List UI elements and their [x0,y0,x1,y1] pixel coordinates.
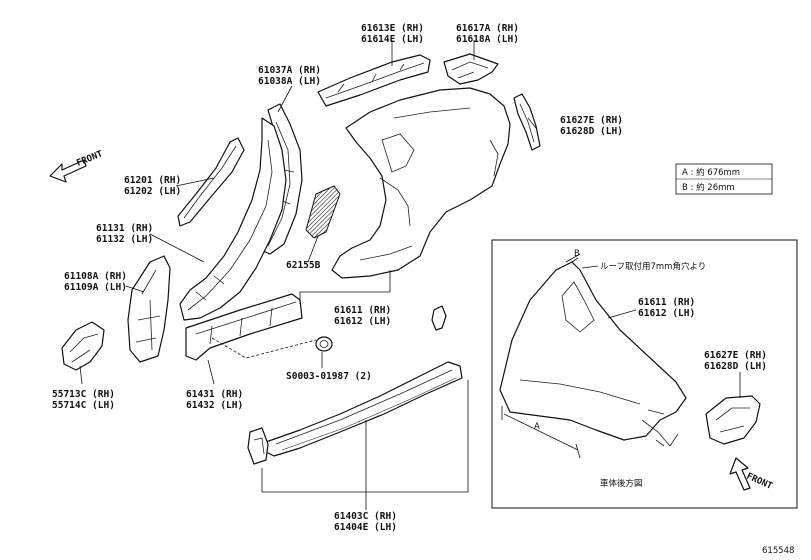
front-arrow-inset: FRONT [729,457,774,492]
label-61037-lh: 61038A (LH) [258,76,321,87]
label-61611-lh: 61612 (LH) [334,316,391,327]
legend-row-b: B : 約 26mm [682,182,735,193]
part-S0003-plug[interactable] [315,336,333,352]
label-55713-rh: 55713C (RH) [52,389,115,400]
legend-row-a: A : 約 676mm [682,167,740,178]
leader-lines [79,40,537,510]
label-61611-rh: 61611 (RH) [334,305,391,316]
part-61403-rocker-outer[interactable] [265,361,463,457]
label-61431: 61431 (RH) 61432 (LH) [186,389,243,411]
label-61037-rh: 61037A (RH) [258,65,321,76]
part-62155-pad[interactable] [305,185,341,239]
label-61201-rh: 61201 (RH) [124,175,181,186]
part-61627-bracket[interactable] [513,93,541,151]
inset-61627-bracket[interactable] [705,395,761,445]
label-55713-lh: 55714C (LH) [52,400,115,411]
label-61403-lh: 61404E (LH) [334,522,397,533]
front-arrow-icon [729,457,751,491]
inset-quarter-panel[interactable] [499,261,687,447]
inset-label-61611-lh: 61612 (LH) [638,308,695,319]
label-61613-lh: 61614E (LH) [361,34,424,45]
label-61627: 61627E (RH) 61628D (LH) [560,115,623,137]
part-61611-quarter-panel[interactable] [331,87,511,279]
label-61403-rh: 61403C (RH) [334,511,397,522]
inset-callout-b: B [574,249,580,259]
front-label-main: FRONT [75,149,104,169]
part-61431-rocker[interactable] [185,293,317,361]
part-rocker-clip-rear[interactable] [431,305,447,331]
part-61617-bracket[interactable] [443,53,499,85]
part-61613-roof-rail[interactable] [317,54,431,107]
part-61131-pillar[interactable] [179,117,287,321]
part-61201-strip[interactable] [177,137,245,227]
front-arrow-icon [49,159,87,183]
label-61201-lh: 61202 (LH) [124,186,181,197]
label-61108-lh: 61109A (LH) [64,282,127,293]
label-61617-lh: 61618A (LH) [456,34,519,45]
label-62155: 62155B [286,260,321,271]
dimension-legend: A : 約 676mm B : 約 26mm [675,163,773,195]
inset-label-61611-rh: 61611 (RH) [638,297,695,308]
label-61037: 61037A (RH) 61038A (LH) [258,65,321,87]
label-61131-rh: 61131 (RH) [96,223,153,234]
front-label-inset: FRONT [745,472,774,492]
inset-callout-a: A [534,422,540,432]
label-61617-rh: 61617A (RH) [456,23,519,34]
part-55713-bracket[interactable] [61,321,105,371]
label-S0003: S0003-01987 (2) [286,371,372,382]
label-61131-lh: 61132 (LH) [96,234,153,245]
figure-id: 615548 [762,546,794,556]
label-61431-rh: 61431 (RH) [186,389,243,400]
inset-label-61627-lh: 61628D (LH) [704,361,767,372]
inset-roof-note: ルーフ取付用7mm角穴より [600,261,706,272]
label-61108-rh: 61108A (RH) [64,271,127,282]
label-61613: 61613E (RH) 61614E (LH) [361,23,424,45]
label-55713: 55713C (RH) 55714C (LH) [52,389,115,411]
label-62155: 62155B [286,260,321,271]
label-61613-rh: 61613E (RH) [361,23,424,34]
label-61131: 61131 (RH) 61132 (LH) [96,223,153,245]
inset-caption: 車体後方図 [600,478,643,489]
label-61108: 61108A (RH) 61109A (LH) [64,271,127,293]
label-S0003: S0003-01987 (2) [286,371,372,382]
label-61403: 61403C (RH) 61404E (LH) [334,511,397,533]
inset-rear-view: A B ルーフ取付用7mm角穴より 61611 (RH) 61612 (LH) … [491,239,798,509]
inset-label-61627-rh: 61627E (RH) [704,350,767,361]
label-61431-lh: 61432 (LH) [186,400,243,411]
front-arrow-main: FRONT [49,149,105,183]
label-61201: 61201 (RH) 61202 (LH) [124,175,181,197]
label-61627-lh: 61628D (LH) [560,126,623,137]
part-61108-pillar[interactable] [127,255,171,363]
part-rocker-clip-front[interactable] [247,427,269,465]
label-61627-rh: 61627E (RH) [560,115,623,126]
label-61611: 61611 (RH) 61612 (LH) [334,305,391,327]
label-61617: 61617A (RH) 61618A (LH) [456,23,519,45]
